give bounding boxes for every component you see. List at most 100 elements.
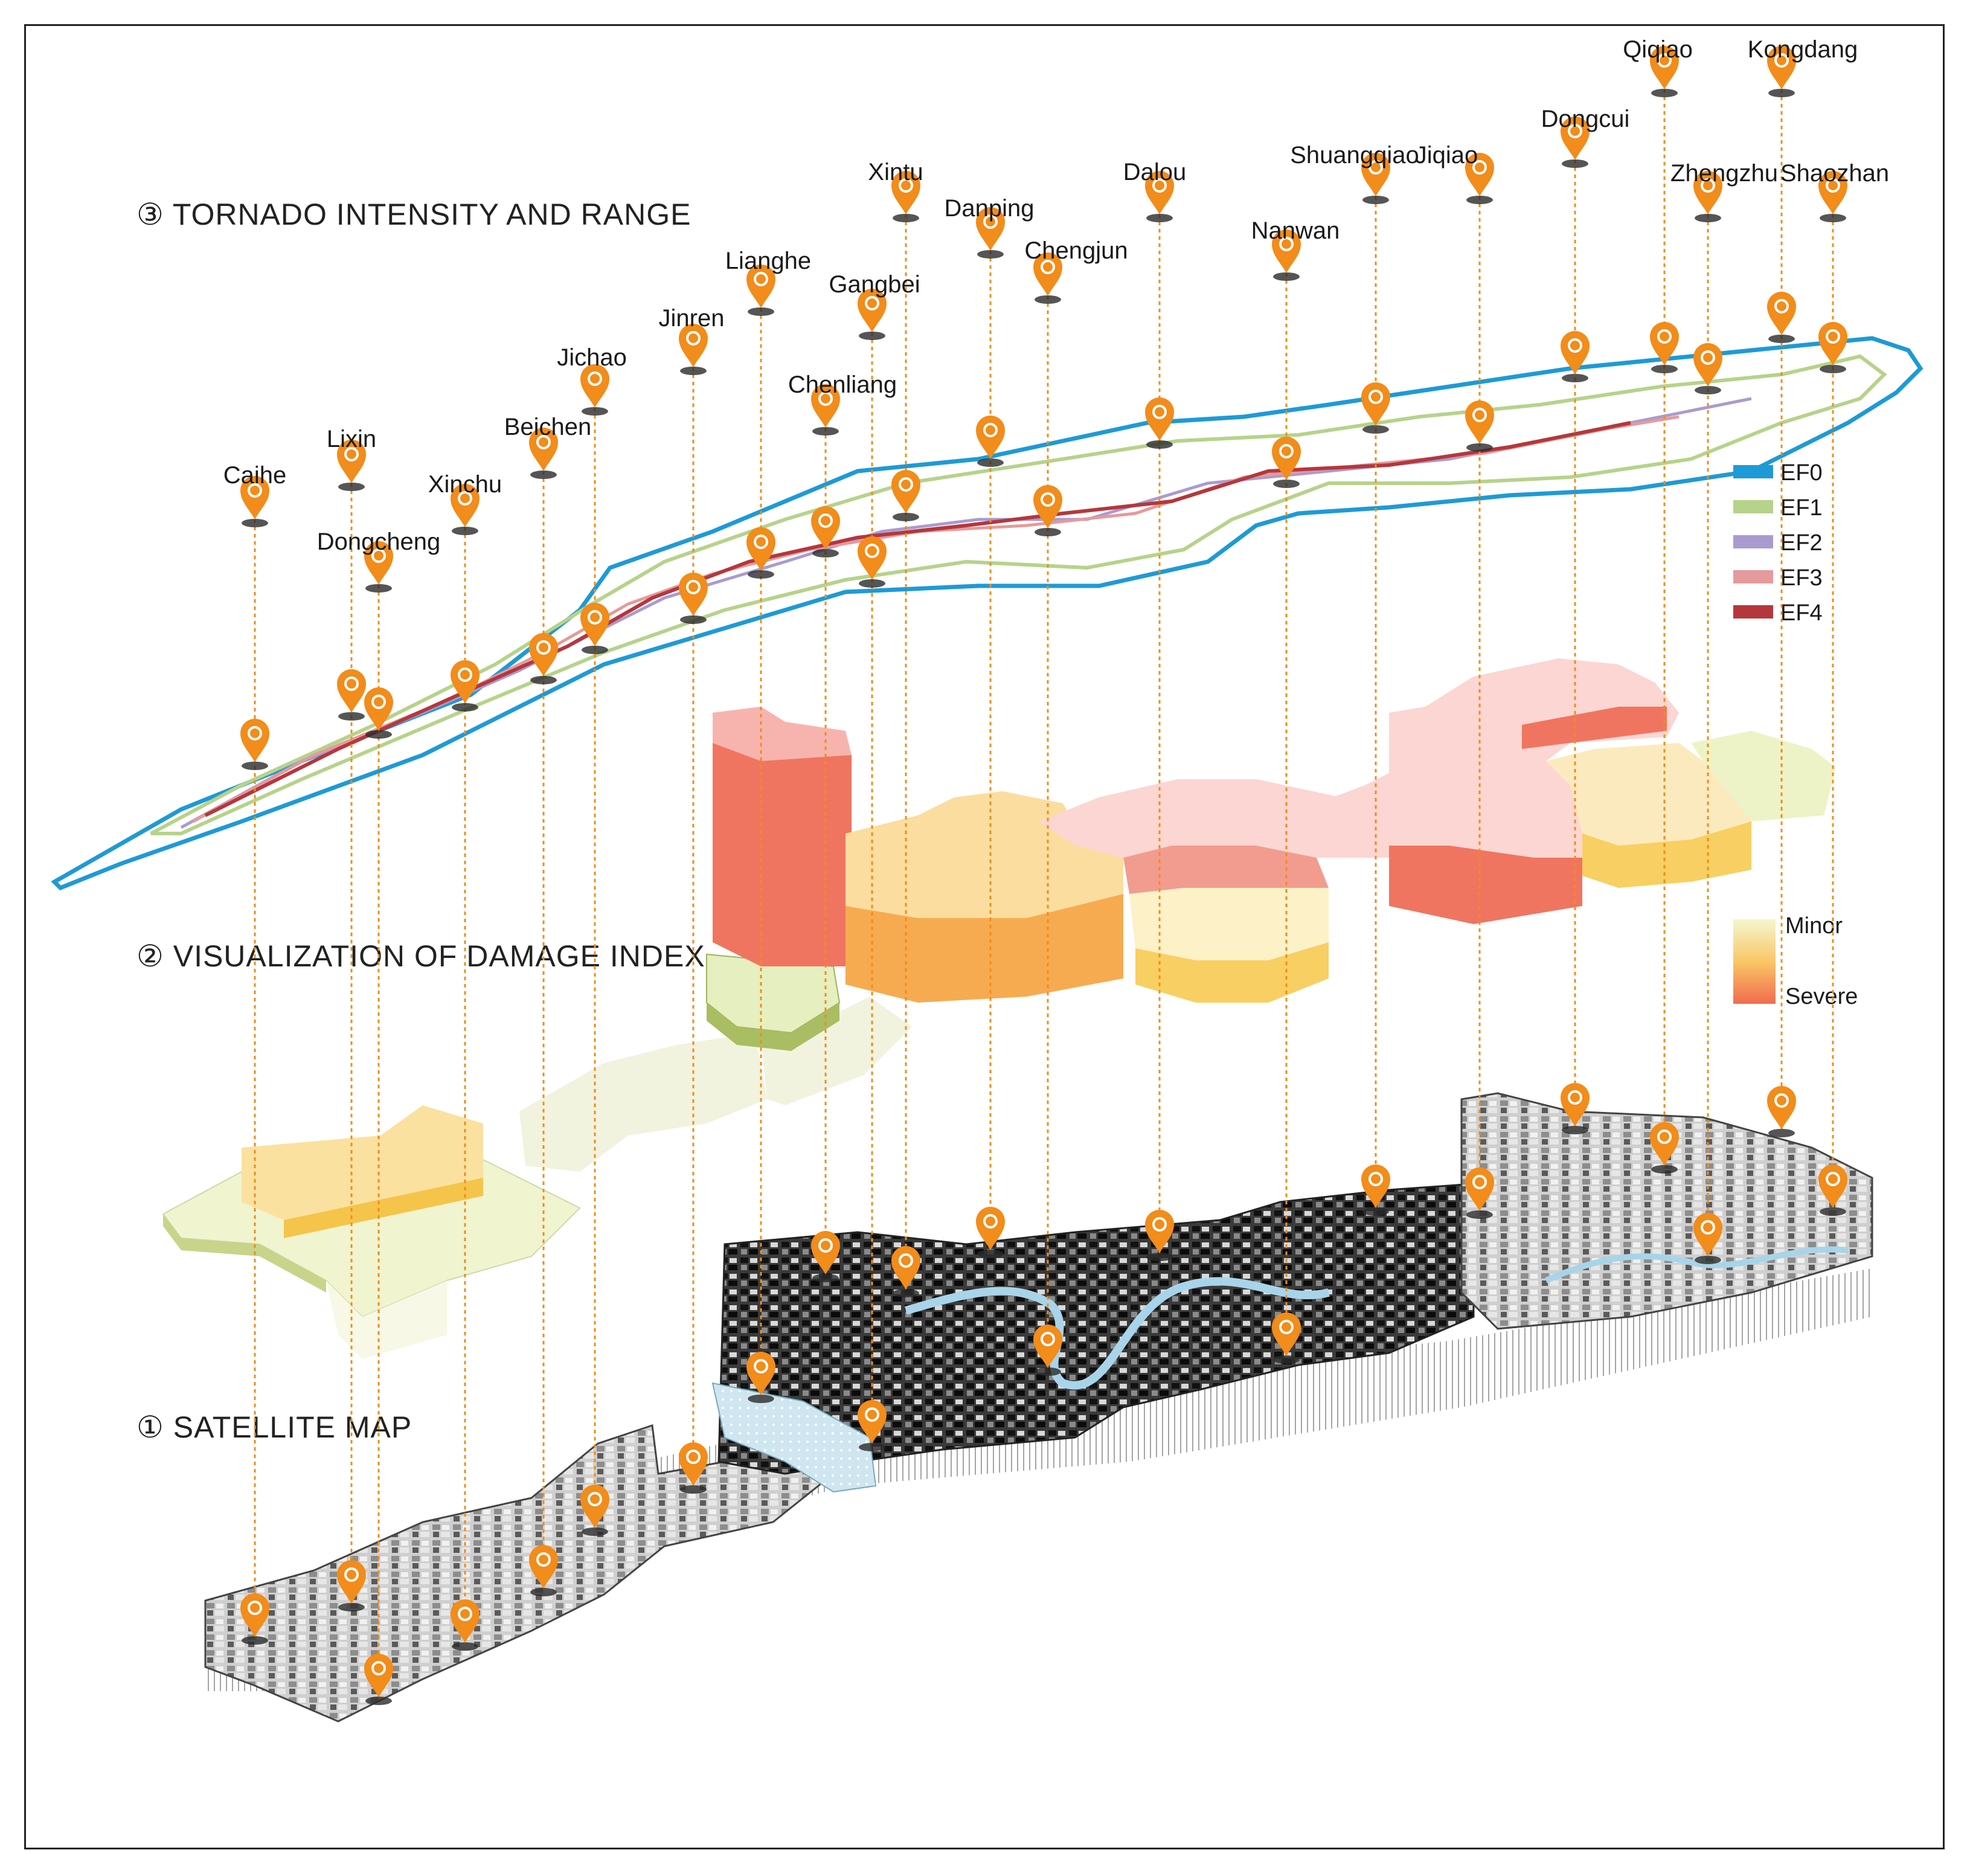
town-label-jinren: Jinren <box>659 305 725 332</box>
layer-title-satellite: ① SATELLITE MAP <box>136 1410 412 1444</box>
pin-path-beichen[interactable] <box>529 633 558 684</box>
pin-path-xintu[interactable] <box>891 470 920 521</box>
pin-path-jiqiao[interactable] <box>1465 400 1494 452</box>
pin-top-lianghe[interactable] <box>746 265 775 316</box>
pin-path-danping[interactable] <box>976 416 1005 467</box>
town-label-gangbei: Gangbei <box>829 271 920 298</box>
pin-path-shaozhan[interactable] <box>1818 322 1847 373</box>
damage-tower-west-top <box>713 707 852 761</box>
town-labels: CaiheLixinDongchengXinchuBeichenJichaoJi… <box>223 36 1889 555</box>
pin-map-xinchu[interactable] <box>451 1599 480 1651</box>
damage-orange-side <box>845 894 1123 1003</box>
pin-path-lianghe[interactable] <box>746 527 775 579</box>
pin-top-qiqiao[interactable] <box>1650 46 1679 97</box>
pin-path-caihe[interactable] <box>240 719 269 770</box>
pin-top-nanwan[interactable] <box>1272 230 1301 281</box>
pin-path-shuangqiao[interactable] <box>1361 382 1390 434</box>
pin-top-dongcui[interactable] <box>1561 117 1590 168</box>
pin-top-beichen[interactable] <box>529 428 558 479</box>
town-label-xintu: Xintu <box>868 159 923 185</box>
pin-map-gangbei[interactable] <box>858 1400 887 1451</box>
ef0-outline <box>51 336 1923 891</box>
pin-map-dongcheng[interactable] <box>364 1654 393 1705</box>
town-label-nanwan: Nanwan <box>1251 217 1340 244</box>
pin-map-shuangqiao[interactable] <box>1361 1164 1390 1216</box>
pin-path-kongdang[interactable] <box>1767 292 1796 343</box>
pin-map-jinren[interactable] <box>679 1442 708 1494</box>
town-label-zhengzhu: Zhengzhu <box>1670 160 1778 187</box>
ef4-path <box>204 421 1631 817</box>
pin-path-lixin[interactable] <box>337 669 366 721</box>
pin-top-jinren[interactable] <box>679 324 708 375</box>
pin-top-jiqiao[interactable] <box>1465 153 1494 204</box>
pin-path-jinren[interactable] <box>679 573 708 624</box>
town-label-dongcui: Dongcui <box>1541 106 1630 132</box>
damage-tower-west <box>713 743 852 966</box>
town-label-jiqiao: Jiqiao <box>1415 142 1478 169</box>
pin-map-nanwan[interactable] <box>1272 1312 1301 1364</box>
pin-map-dalou[interactable] <box>1145 1210 1174 1261</box>
pin-path-qiqiao[interactable] <box>1650 322 1679 373</box>
pin-top-shaozhan[interactable] <box>1818 171 1847 222</box>
ef2-swatch <box>1733 535 1773 548</box>
pin-map-lixin[interactable] <box>337 1560 366 1611</box>
layer-title-tornado: ③ TORNADO INTENSITY AND RANGE <box>136 198 691 231</box>
pin-path-dongcui[interactable] <box>1561 331 1590 382</box>
pin-top-xinchu[interactable] <box>451 484 480 535</box>
pin-top-dongcheng[interactable] <box>364 541 393 593</box>
ef-legend: EF0 EF1 EF2 EF3 EF4 <box>1733 460 1823 626</box>
damage-east-yellow-side <box>1582 821 1751 888</box>
pin-map-chenliang[interactable] <box>811 1231 840 1282</box>
pin-path-zhengzhu[interactable] <box>1693 343 1722 394</box>
pin-top-shuangqiao[interactable] <box>1361 153 1390 204</box>
figure-frame <box>24 24 1945 1849</box>
guide-lines <box>254 89 1834 1697</box>
satellite-east-river <box>1544 1246 1849 1283</box>
ef4-swatch <box>1733 605 1773 618</box>
damage-east-red-side-2 <box>1522 707 1667 749</box>
pin-top-danping[interactable] <box>976 207 1005 259</box>
pin-map-caihe[interactable] <box>240 1593 269 1645</box>
town-label-jichao: Jichao <box>557 344 627 371</box>
damage-yellow-side <box>1135 942 1329 1003</box>
damage-legend-minor: Minor <box>1785 913 1843 939</box>
pin-map-kongdang[interactable] <box>1767 1086 1796 1137</box>
pin-map-dongcui[interactable] <box>1561 1083 1590 1134</box>
pin-path-chenliang[interactable] <box>811 506 840 557</box>
pin-path-nanwan[interactable] <box>1272 437 1301 488</box>
damage-west-bar-side <box>284 1178 483 1238</box>
pin-map-shaozhan[interactable] <box>1818 1164 1847 1216</box>
pin-map-chengjun[interactable] <box>1033 1325 1062 1376</box>
pin-path-dongcheng[interactable] <box>364 687 393 739</box>
damage-pink-side <box>1123 846 1329 894</box>
town-label-danping: Danping <box>944 195 1034 222</box>
pin-map-zhengzhu[interactable] <box>1693 1213 1722 1264</box>
pin-top-jichao[interactable] <box>580 364 609 416</box>
pin-top-kongdang[interactable] <box>1767 46 1796 97</box>
pin-path-gangbei[interactable] <box>858 536 887 588</box>
pin-map-jichao[interactable] <box>580 1485 609 1536</box>
pin-map-lianghe[interactable] <box>746 1352 775 1403</box>
pin-top-chengjun[interactable] <box>1033 252 1062 304</box>
damage-legend-severe: Severe <box>1785 984 1858 1009</box>
pin-map-qiqiao[interactable] <box>1650 1122 1679 1174</box>
pin-top-chenliang[interactable] <box>811 384 840 435</box>
pin-path-xinchu[interactable] <box>451 660 480 712</box>
pin-path-jichao[interactable] <box>580 603 609 654</box>
pin-top-zhengzhu[interactable] <box>1693 171 1722 222</box>
pin-path-dalou[interactable] <box>1145 397 1174 449</box>
ef0-label: EF0 <box>1780 460 1823 486</box>
town-label-chenliang: Chenliang <box>788 371 897 398</box>
pin-top-gangbei[interactable] <box>858 289 887 340</box>
pin-map-jiqiao[interactable] <box>1465 1168 1494 1219</box>
pin-top-lixin[interactable] <box>337 440 366 491</box>
pin-top-xintu[interactable] <box>891 171 920 222</box>
pin-map-danping[interactable] <box>976 1207 1005 1258</box>
satellite-lake <box>711 1382 877 1493</box>
pin-path-chengjun[interactable] <box>1033 485 1062 536</box>
pin-map-xintu[interactable] <box>891 1246 920 1297</box>
pin-map-beichen[interactable] <box>529 1545 558 1596</box>
pin-top-dalou[interactable] <box>1145 171 1174 222</box>
pin-top-caihe[interactable] <box>240 476 269 527</box>
